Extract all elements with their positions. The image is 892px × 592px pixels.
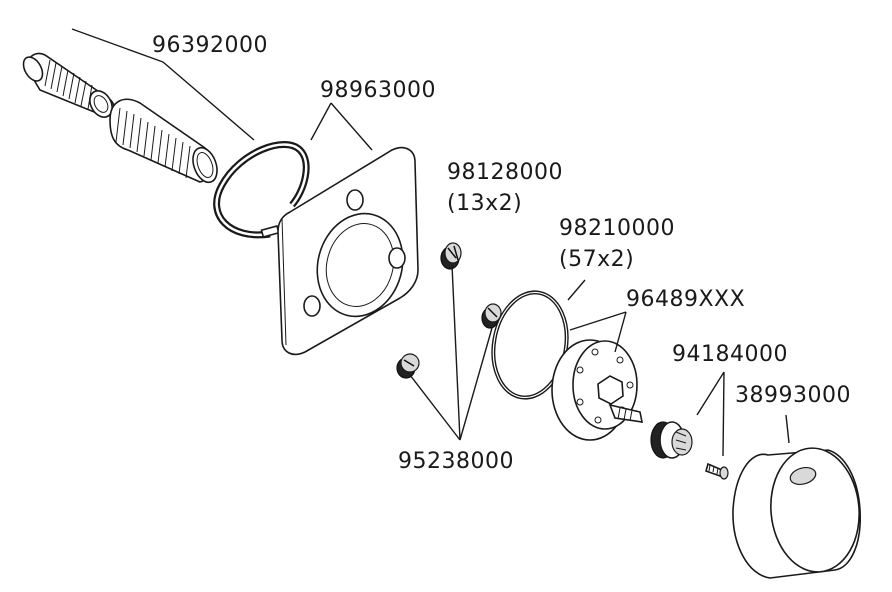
leader-lines [71,28,790,457]
label-plug-screws: 95238000 [398,449,514,474]
label-extension-pipe: 96392000 [152,33,268,58]
stem-adapter-part [650,421,693,459]
extension-pipe-part [22,52,218,184]
small-screw-part [705,462,729,480]
handle-knob-part [732,447,861,579]
plug-screw-middle [481,303,502,329]
label-o-ring: 98210000 [559,216,675,241]
escutcheon-plate-part [277,146,419,356]
label-escutcheon-plate: 98963000 [320,78,436,103]
label-small-screw: 94184000 [672,342,788,367]
snap-ring-part [213,141,310,239]
label-o-ring-size: (57x2) [559,247,634,272]
label-handle-knob: 38993000 [735,383,851,408]
part-labels: 96392000 98963000 98128000 (13x2) 982100… [152,33,851,474]
valve-body-part [551,339,644,441]
label-seal-plug: 98128000 [447,160,563,185]
plug-screw-bottom [396,353,420,379]
label-valve-body: 96489XXX [626,287,745,312]
plug-screw-top [440,242,462,270]
label-seal-plug-size: (13x2) [447,191,522,216]
